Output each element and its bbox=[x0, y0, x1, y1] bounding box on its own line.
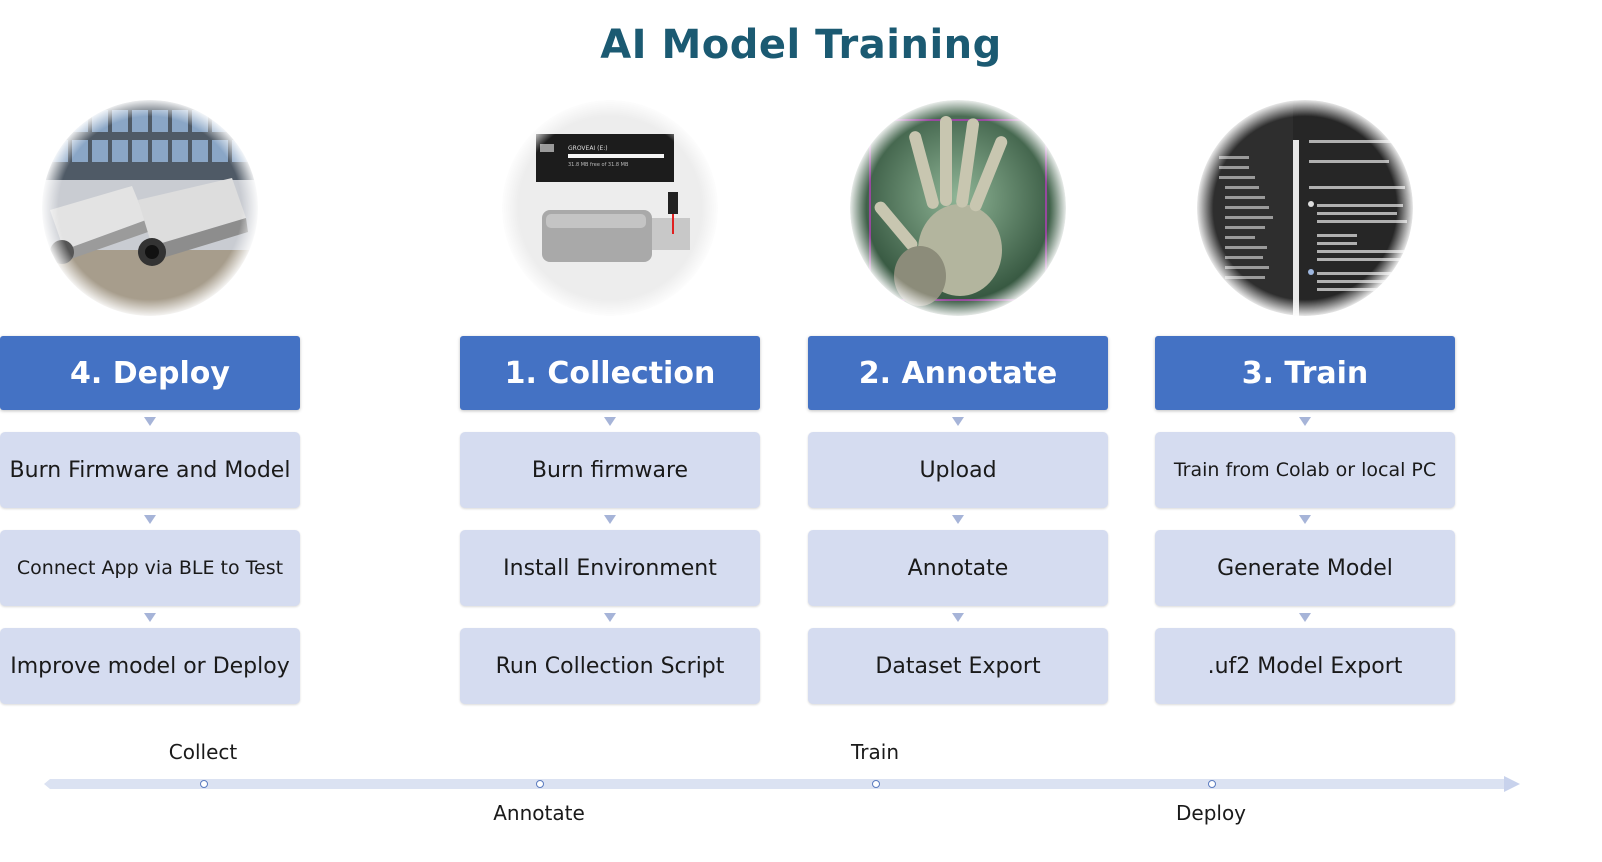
stage-collection: GROVEAI (E:) 31.8 MB free of 31.8 MB 1. … bbox=[460, 100, 760, 704]
timeline-arrowhead-icon bbox=[1504, 776, 1520, 792]
step-burn-firmware: Burn firmware bbox=[460, 432, 760, 508]
colab-notebook-screenshot bbox=[1197, 100, 1413, 316]
heading-train: 3. Train bbox=[1155, 336, 1455, 410]
timeline-dot bbox=[1208, 780, 1216, 788]
timeline-dot bbox=[200, 780, 208, 788]
down-arrow-icon bbox=[952, 417, 964, 426]
step-install-environment: Install Environment bbox=[460, 530, 760, 606]
timeline-dot bbox=[536, 780, 544, 788]
down-arrow-icon bbox=[1299, 613, 1311, 622]
timeline-bar bbox=[44, 779, 1506, 789]
down-arrow-icon bbox=[604, 417, 616, 426]
step-train-from-colab: Train from Colab or local PC bbox=[1155, 432, 1455, 508]
camera-device-photo: GROVEAI (E:) 31.8 MB free of 31.8 MB bbox=[502, 100, 718, 316]
hand-gesture-photo bbox=[850, 100, 1066, 316]
step-burn-firmware-and-model: Burn Firmware and Model bbox=[0, 432, 300, 508]
heading-annotate: 2. Annotate bbox=[808, 336, 1108, 410]
step-run-collection-script: Run Collection Script bbox=[460, 628, 760, 704]
down-arrow-icon bbox=[144, 417, 156, 426]
heading-collection: 1. Collection bbox=[460, 336, 760, 410]
down-arrow-icon bbox=[604, 515, 616, 524]
down-arrow-icon bbox=[144, 515, 156, 524]
deployed-cameras-photo bbox=[42, 100, 258, 316]
down-arrow-icon bbox=[604, 613, 616, 622]
drive-label: GROVEAI (E:) bbox=[568, 145, 608, 152]
step-generate-model: Generate Model bbox=[1155, 530, 1455, 606]
down-arrow-icon bbox=[952, 515, 964, 524]
step-model-export: .uf2 Model Export bbox=[1155, 628, 1455, 704]
timeline-label-deploy: Deploy bbox=[1175, 801, 1247, 825]
down-arrow-icon bbox=[1299, 515, 1311, 524]
step-upload: Upload bbox=[808, 432, 1108, 508]
down-arrow-icon bbox=[144, 613, 156, 622]
timeline-label-collect: Collect bbox=[168, 740, 238, 764]
down-arrow-icon bbox=[1299, 417, 1311, 426]
heading-deploy: 4. Deploy bbox=[0, 336, 300, 410]
step-improve-or-deploy: Improve model or Deploy bbox=[0, 628, 300, 704]
step-annotate: Annotate bbox=[808, 530, 1108, 606]
step-dataset-export: Dataset Export bbox=[808, 628, 1108, 704]
page-title: AI Model Training bbox=[600, 22, 1002, 68]
stage-annotate: 2. Annotate Upload Annotate Dataset Expo… bbox=[808, 100, 1108, 704]
stage-train: 3. Train Train from Colab or local PC Ge… bbox=[1155, 100, 1455, 704]
timeline-label-annotate: Annotate bbox=[493, 801, 585, 825]
drive-sub: 31.8 MB free of 31.8 MB bbox=[568, 162, 629, 168]
down-arrow-icon bbox=[952, 613, 964, 622]
timeline-dot bbox=[872, 780, 880, 788]
timeline-label-train: Train bbox=[851, 740, 899, 764]
timeline-arrow bbox=[44, 776, 1530, 792]
step-connect-app-ble: Connect App via BLE to Test bbox=[0, 530, 300, 606]
stage-deploy: 4. Deploy Burn Firmware and Model Connec… bbox=[0, 100, 300, 704]
